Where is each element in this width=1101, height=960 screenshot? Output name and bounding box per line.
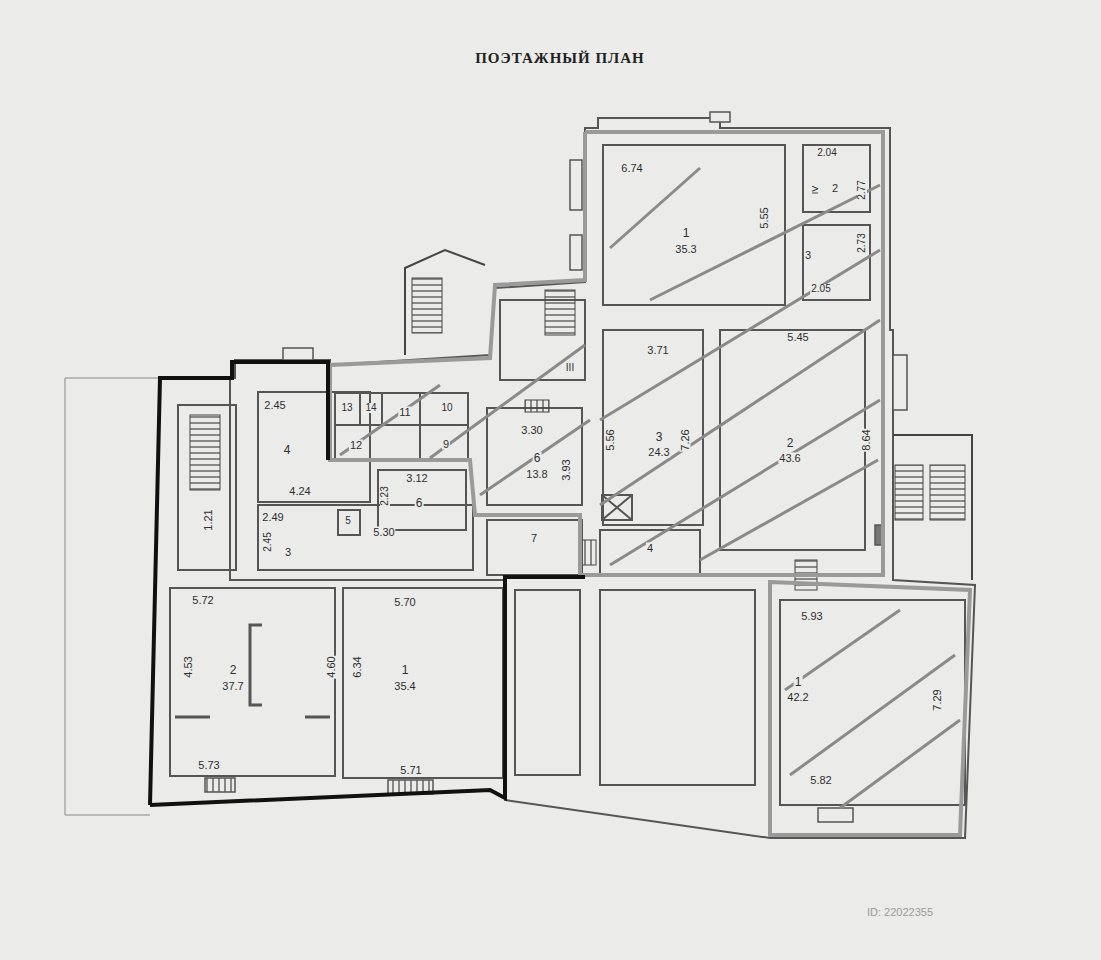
dimension-label: 5.55 — [759, 206, 770, 229]
dimension-label: 3.93 — [561, 458, 572, 481]
dimension-label: 4.24 — [288, 486, 311, 497]
dimension-label: 4.60 — [326, 655, 337, 678]
room-number: 3 — [655, 431, 664, 443]
dimension-label: 5.56 — [605, 428, 616, 451]
room-number: 10 — [440, 403, 453, 413]
dimension-label: 5.73 — [197, 760, 220, 771]
dimension-label: 1.21 — [203, 508, 214, 531]
dimension-label: 13.8 — [525, 469, 548, 480]
plan-title: ПОЭТАЖНЫЙ ПЛАН — [475, 51, 645, 66]
room-number: 7 — [530, 533, 538, 544]
room-number: 3 — [284, 547, 292, 558]
dimension-label: 43.6 — [778, 453, 801, 464]
dimension-label: 3.71 — [646, 345, 669, 356]
room-number: 13 — [340, 403, 353, 413]
room-number: 12 — [349, 440, 363, 451]
dimension-label: 24.3 — [647, 447, 670, 458]
dimension-label: 8.64 — [861, 428, 872, 451]
dimension-label: 2.04 — [816, 148, 837, 158]
room-number: 3 — [804, 250, 812, 261]
room-number: III — [565, 363, 575, 373]
dimension-label: 2.45 — [263, 400, 286, 411]
room-number: 2 — [229, 664, 238, 676]
dimension-label: 5.72 — [191, 595, 214, 606]
dimension-label: 5.30 — [372, 527, 395, 538]
room-number: 14 — [364, 403, 377, 413]
dimension-label: 42.2 — [786, 692, 809, 703]
dimension-label: 5.70 — [393, 597, 416, 608]
room-number: 11 — [398, 407, 411, 418]
room-number: 9 — [442, 439, 450, 450]
room-number: IV — [811, 185, 820, 196]
dimension-label: 2.23 — [380, 485, 390, 506]
dimension-label: 7.29 — [932, 688, 943, 711]
dimension-label: 6.74 — [620, 163, 643, 174]
dimension-label: 3.30 — [520, 425, 543, 436]
dimension-label: 2.77 — [857, 179, 867, 200]
dimension-label: 2.49 — [261, 512, 284, 523]
dimension-label: 37.7 — [221, 681, 244, 692]
dimension-label: 2.05 — [810, 284, 831, 294]
room-number: 4 — [646, 543, 654, 554]
dimension-label: 5.45 — [786, 332, 809, 343]
room-number: 6 — [533, 452, 542, 464]
room-number: 5 — [344, 516, 352, 526]
room-number: 1 — [682, 227, 691, 239]
dimension-label: 35.4 — [393, 681, 416, 692]
dimension-label: 4.53 — [183, 655, 194, 678]
dimension-label: 35.3 — [674, 244, 697, 255]
dimension-label: 3.12 — [405, 473, 428, 484]
room-number: 1 — [401, 664, 410, 676]
room-number: 2 — [786, 437, 795, 449]
dimension-label: 2.73 — [857, 232, 867, 253]
watermark: ID: 22022355 — [866, 907, 934, 918]
dimension-label: 5.82 — [809, 775, 832, 786]
room-number: 1 — [794, 676, 803, 688]
room-number: 6 — [415, 497, 424, 509]
room-number: 4 — [283, 444, 292, 456]
room-number: 2 — [831, 183, 839, 194]
dimension-label: 7.26 — [680, 428, 691, 451]
dimension-label: 2.45 — [263, 531, 273, 552]
dimension-label: 5.71 — [399, 765, 422, 776]
dimension-label: 5.93 — [800, 611, 823, 622]
dimension-label: 6.34 — [352, 655, 363, 678]
